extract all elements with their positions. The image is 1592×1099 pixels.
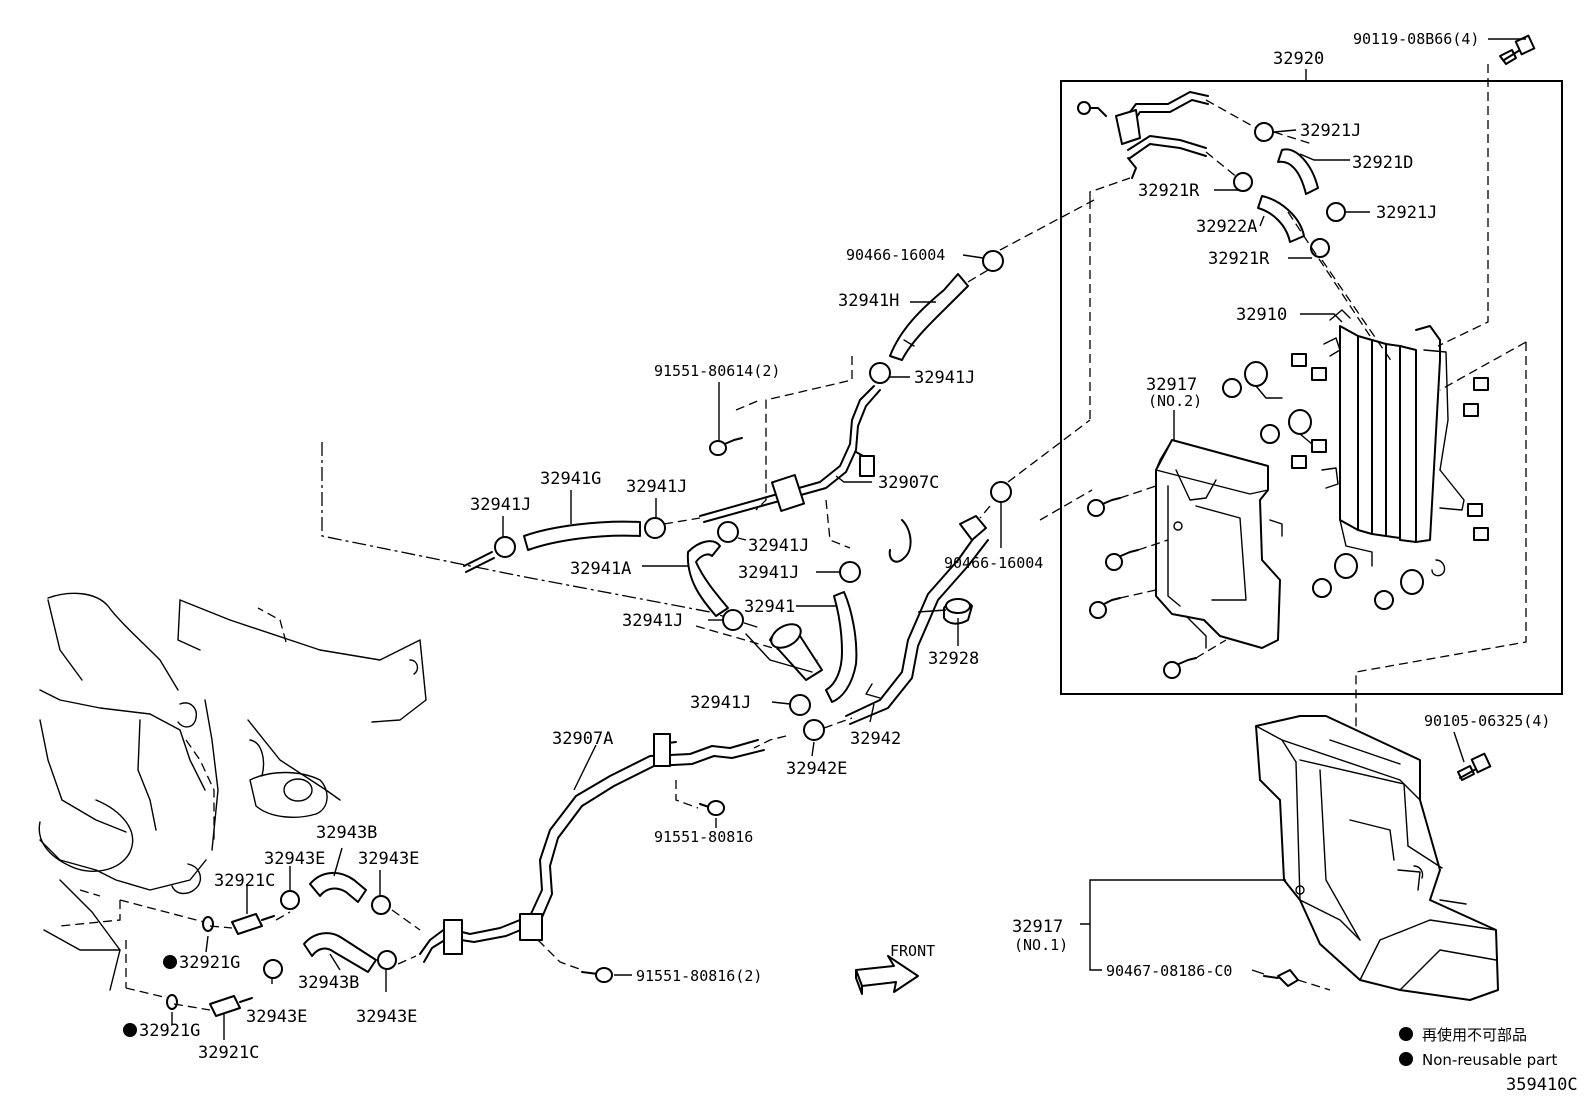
label-90466-16004-b: 90466-16004 (944, 554, 1043, 572)
bolt-90105 (1457, 752, 1492, 781)
label-32943B-b: 32943B (298, 973, 359, 993)
clamp-90466-a (982, 250, 1004, 272)
clamp-32941J-mid (717, 521, 739, 543)
label-32928: 32928 (928, 649, 979, 669)
hose-32943B-a (309, 872, 367, 903)
label-32917-no2: 32917 (1146, 375, 1197, 395)
label-32917-no1: 32917 (1012, 917, 1063, 937)
hose-32941G (523, 520, 641, 551)
clamp-32928 (943, 598, 973, 625)
label-32941J-mid: 32941J (748, 536, 809, 556)
union-32921C-b (209, 995, 253, 1017)
label-32943B-a: 32943B (316, 823, 377, 843)
assembly-32920-frame (1060, 80, 1563, 695)
legend-mark-en (1399, 1052, 1413, 1066)
label-32907A: 32907A (552, 729, 613, 749)
label-32920: 32920 (1273, 49, 1324, 69)
label-32943E-c: 32943E (246, 1007, 307, 1027)
label-91551-80816-2: 91551-80816(2) (636, 967, 762, 985)
transmission-housing (38, 592, 427, 991)
bolt-91551-80816-2 (581, 967, 613, 983)
legend-mark-jp (1399, 1027, 1413, 1041)
label-32921D: 32921D (1352, 153, 1413, 173)
bracket-32917-no2 (1155, 439, 1283, 649)
label-32942: 32942 (850, 729, 901, 749)
label-32941G: 32941G (540, 469, 601, 489)
clamp-32941J-bot (789, 694, 811, 716)
gasket-32921G-b (166, 994, 178, 1010)
union-32921C-a (231, 913, 275, 935)
label-90467-08186-C0: 90467-08186-C0 (1106, 962, 1232, 980)
label-32941J-left: 32941J (470, 495, 531, 515)
label-90105-06325: 90105-06325(4) (1424, 712, 1550, 730)
label-32917-no1-note: (NO.1) (1014, 936, 1068, 954)
clamp-32941J-low (722, 609, 744, 631)
label-32941A: 32941A (570, 559, 631, 579)
label-32943E-a: 32943E (264, 849, 325, 869)
label-90466-16004-a: 90466-16004 (846, 246, 945, 264)
label-32921J-b: 32921J (1376, 203, 1437, 223)
label-32941J-g: 32941J (626, 477, 687, 497)
label-32941J-low: 32941J (622, 611, 683, 631)
label-32921R-a: 32921R (1138, 181, 1200, 201)
grommet-set (1222, 353, 1489, 610)
label-32922A: 32922A (1196, 217, 1257, 237)
legend-jp: 再使用不可部品 (1422, 1026, 1527, 1044)
hose-32941A (686, 540, 729, 617)
clamp-32941J-mid2 (839, 561, 861, 583)
label-32921C-b: 32921C (198, 1043, 259, 1063)
label-91551-80816: 91551-80816 (654, 828, 753, 846)
hose-32941H (889, 273, 969, 361)
clamp-32943E-b (371, 895, 391, 915)
hose-32941 (825, 591, 858, 703)
gasket-32921G-a (202, 916, 214, 932)
bolt-91551-80614 (709, 437, 743, 456)
front-label: FRONT (890, 942, 935, 960)
filter-element (745, 623, 823, 681)
clamp-32943E-d (377, 950, 397, 970)
clamp-32941J-g (644, 517, 666, 539)
label-32941J-mid2: 32941J (738, 563, 799, 583)
leader-lines (171, 38, 1526, 1040)
label-32907C: 32907C (878, 473, 939, 493)
duct-32917-no1 (1255, 715, 1499, 1001)
clip-90467 (1263, 969, 1299, 987)
clamp-32943E-c (263, 959, 283, 979)
label-32921R-b: 32921R (1208, 249, 1270, 269)
pipe-32907C (699, 385, 881, 523)
label-32910: 32910 (1236, 305, 1287, 325)
front-arrow-icon (855, 955, 919, 995)
label-32941: 32941 (744, 597, 795, 617)
label-91551-80614: 91551-80614(2) (654, 362, 780, 380)
label-32943E-d: 32943E (356, 1007, 417, 1027)
label-90119-08B66: 90119-08B66(4) (1353, 30, 1479, 48)
legend-en: Non-reusable part (1422, 1051, 1557, 1069)
label-32921J-a: 32921J (1300, 121, 1361, 141)
frame-bolts (1087, 485, 1227, 679)
label-32921G-a: 32921G (179, 953, 240, 973)
label-32941J-bot: 32941J (690, 693, 751, 713)
clamp-32941J-left (494, 536, 516, 558)
hose-32943B-b (303, 932, 377, 973)
label-32917-no2-note: (NO.2) (1148, 392, 1202, 410)
label-32941J-top: 32941J (914, 368, 975, 388)
clamp-90466-b (990, 481, 1012, 503)
label-32921C-a: 32921C (214, 871, 275, 891)
pipe-32907A (419, 733, 765, 963)
cooler-assembly-32910 (1077, 64, 1527, 820)
bolt-90119 (1499, 34, 1536, 65)
bolt-91551-80816 (699, 800, 725, 816)
label-32921G-b: 32921G (139, 1021, 200, 1041)
label-32942E: 32942E (786, 759, 847, 779)
label-32941H: 32941H (838, 291, 899, 311)
clamp-32941J-top (869, 362, 891, 384)
clamp-32942E (803, 719, 825, 741)
label-32943E-b: 32943E (358, 849, 419, 869)
pipe-32942 (845, 515, 989, 725)
nonreusable-mark-a (163, 955, 177, 969)
nonreusable-mark-b (123, 1023, 137, 1037)
clamp-32943E-a (280, 890, 300, 910)
drawing-number: 359410C (1506, 1075, 1578, 1095)
